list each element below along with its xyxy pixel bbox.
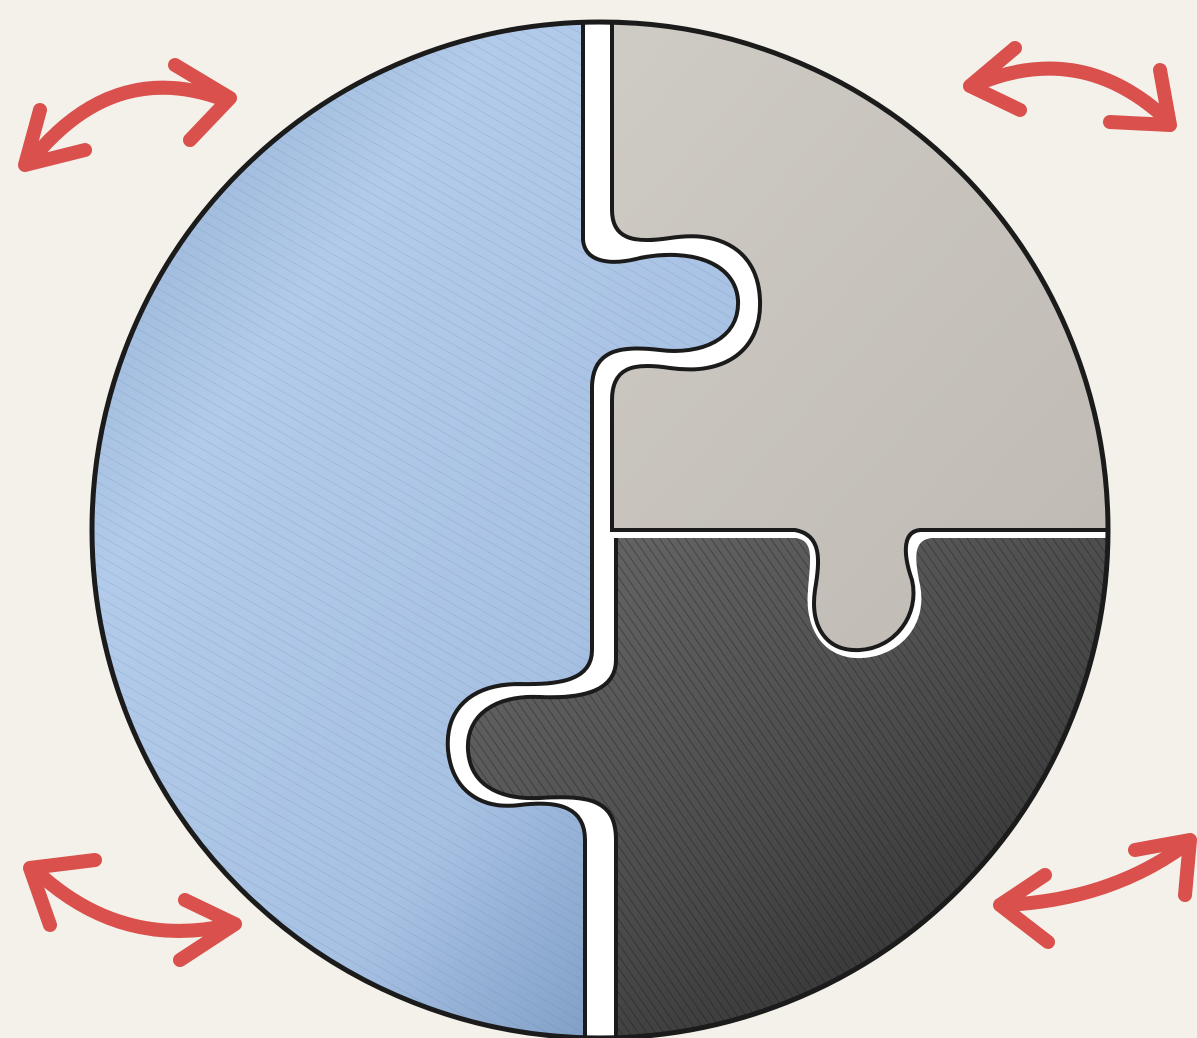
arrow-top-left — [25, 65, 230, 165]
curved-double-arrow-icon — [970, 48, 1170, 125]
arrow-bottom-right — [1000, 840, 1190, 942]
curved-double-arrow-icon — [30, 860, 235, 960]
curved-double-arrow-icon — [25, 65, 230, 165]
arrow-bottom-left — [30, 860, 235, 960]
arrow-top-right — [970, 48, 1170, 125]
curved-double-arrow-icon — [1000, 840, 1190, 942]
